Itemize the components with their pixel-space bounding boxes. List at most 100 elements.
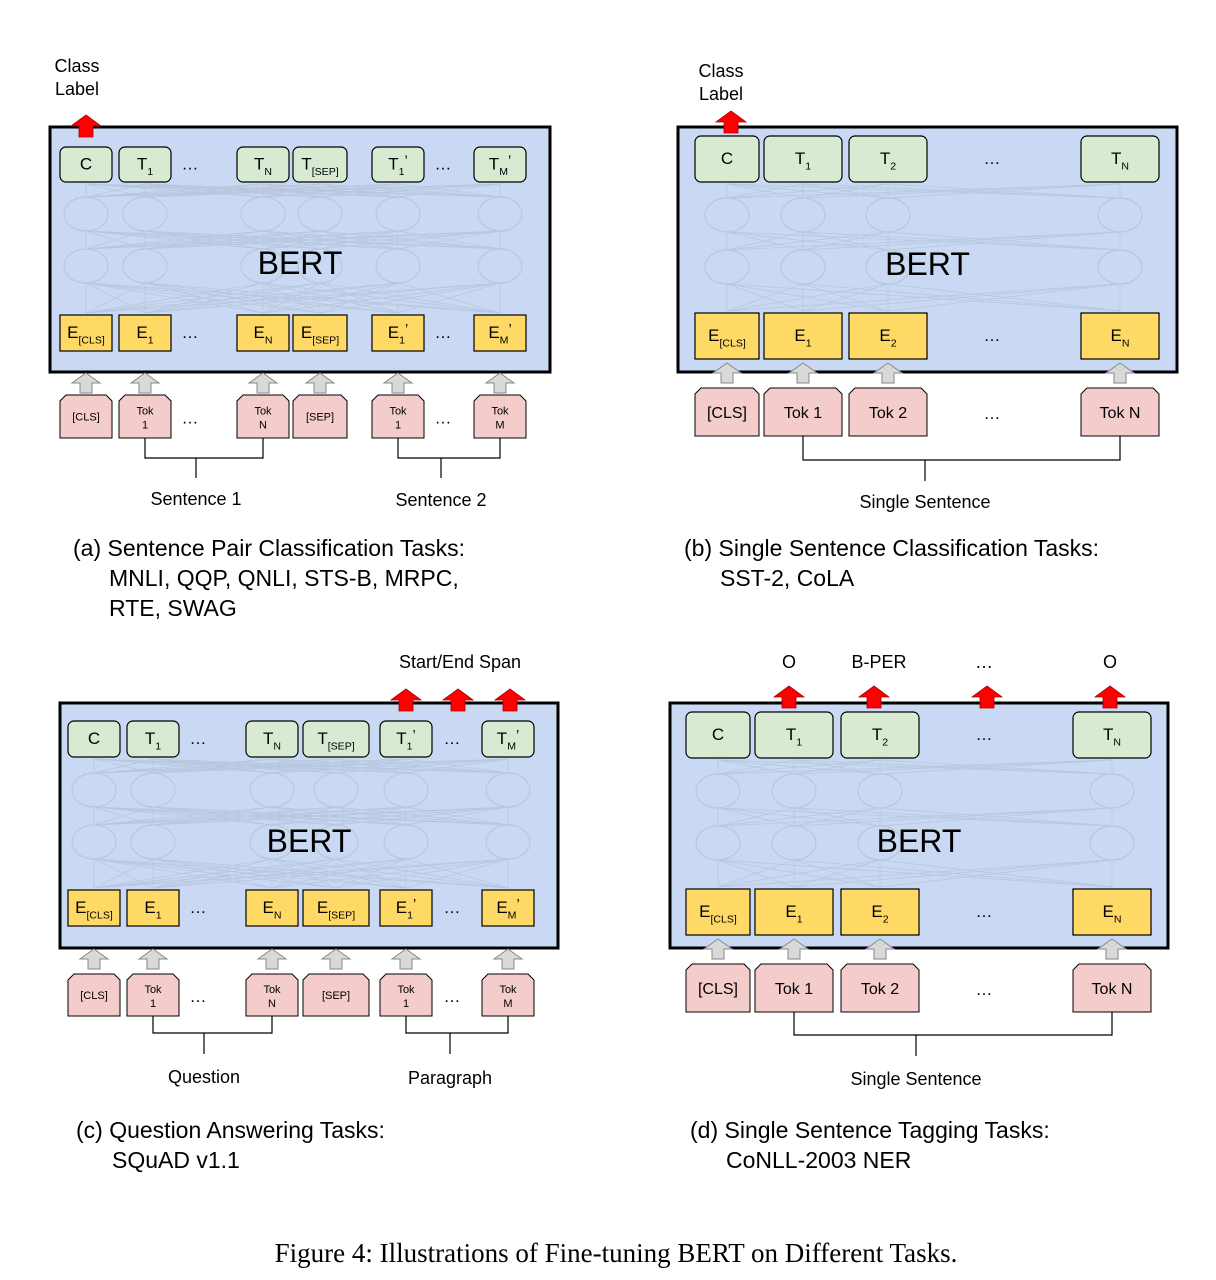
red-up-arrow-icon (857, 685, 891, 709)
attention-link (85, 282, 264, 314)
attention-link (793, 807, 881, 827)
gray-up-arrow-icon (711, 362, 743, 384)
output-token-label: T[SEP] (317, 729, 354, 752)
input-token-label: Tok (397, 984, 415, 996)
input-token-label: Tok (254, 406, 272, 418)
transformer-node (375, 196, 421, 232)
output-token-box (118, 146, 172, 183)
attention-link (717, 759, 795, 775)
model-label: BERT (258, 245, 343, 281)
transformer-node (313, 824, 359, 860)
attention-link (717, 807, 795, 827)
output-token-box (1080, 135, 1160, 183)
output-token-box (67, 720, 121, 758)
embedding-box (1080, 312, 1160, 360)
embedding-box (118, 314, 172, 352)
output-token-label: C (88, 729, 100, 748)
input-token-label: [CLS] (698, 981, 738, 998)
attention-link (879, 759, 1113, 775)
input-token-box (118, 394, 172, 439)
output-token-label: C (721, 149, 733, 168)
ellipsis: … (435, 155, 452, 174)
input-token-box (59, 394, 113, 439)
attention-link (405, 806, 509, 826)
attention-link (262, 282, 399, 314)
input-token-index: 1 (403, 998, 409, 1010)
transformer-node (780, 197, 826, 233)
transformer-node (695, 825, 741, 861)
attention-link (85, 230, 264, 250)
output-label: Class (54, 56, 99, 76)
attention-link (93, 858, 407, 889)
transformer-node (695, 773, 741, 809)
attention-link (93, 858, 407, 889)
attention-link (144, 183, 501, 198)
attention-link (152, 806, 337, 826)
input-token-label: [SEP] (322, 990, 350, 1002)
transformer-node (857, 773, 903, 809)
input-token-label: [CLS] (72, 412, 100, 424)
ellipsis: … (976, 980, 993, 999)
attention-link (726, 231, 1121, 251)
ellipsis: … (182, 323, 199, 342)
gray-up-arrow-icon (129, 372, 161, 394)
attention-link (262, 282, 501, 314)
attention-link (335, 758, 509, 774)
attention-link (793, 759, 881, 775)
attention-link (271, 858, 407, 889)
transformer-node (130, 824, 176, 860)
embedding-label: E[CLS] (75, 898, 113, 921)
embedding-label: E[SEP] (317, 898, 355, 921)
group-bracket (793, 1012, 1113, 1036)
attention-link (271, 858, 509, 889)
embedding-box (126, 889, 180, 927)
attention-link (335, 806, 509, 826)
input-token-index: 1 (142, 420, 148, 432)
output-token-label: T2 (880, 149, 896, 172)
attention-link (93, 806, 273, 826)
attention-link (717, 759, 795, 775)
transformer-node (240, 248, 286, 284)
transformer-layers-graphic (695, 759, 1135, 888)
embedding-box (685, 888, 751, 936)
attention-link (335, 806, 509, 826)
embedding-label: EN (1103, 902, 1122, 925)
input-token-box (840, 963, 920, 1013)
input-token-label: Tok 2 (869, 405, 907, 422)
attention-link (802, 231, 889, 251)
attention-link (152, 858, 273, 889)
attention-link (144, 230, 501, 250)
attention-link (93, 806, 509, 826)
panel-caption-line: (b) Single Sentence Classification Tasks… (684, 535, 1099, 561)
ellipsis: … (444, 987, 461, 1006)
ellipsis: … (984, 326, 1001, 345)
attention-link (262, 282, 501, 314)
attention-link (802, 231, 889, 251)
attention-link (93, 858, 337, 889)
attention-link (93, 758, 407, 774)
gray-up-arrow-icon (70, 372, 102, 394)
attention-link (152, 806, 273, 826)
attention-link (319, 230, 399, 250)
attention-link (144, 183, 264, 198)
transformer-node (130, 772, 176, 808)
attention-link (271, 858, 337, 889)
transformer-node (704, 249, 750, 285)
embedding-label: E2 (871, 902, 888, 925)
attention-link (271, 758, 509, 774)
attention-link (717, 859, 1113, 888)
ellipsis: … (444, 898, 461, 917)
attention-link (319, 282, 501, 314)
model-label: BERT (885, 246, 970, 282)
transformer-node (857, 825, 903, 861)
attention-link (144, 282, 321, 314)
input-token-box (67, 973, 121, 1017)
output-token-box (848, 135, 928, 183)
attention-link (152, 858, 407, 889)
attention-link (726, 183, 804, 199)
output-label: Class (698, 61, 743, 81)
output-token-box (302, 720, 370, 758)
output-token-box (1072, 711, 1152, 759)
attention-link (93, 858, 154, 889)
attention-link (793, 859, 1113, 888)
